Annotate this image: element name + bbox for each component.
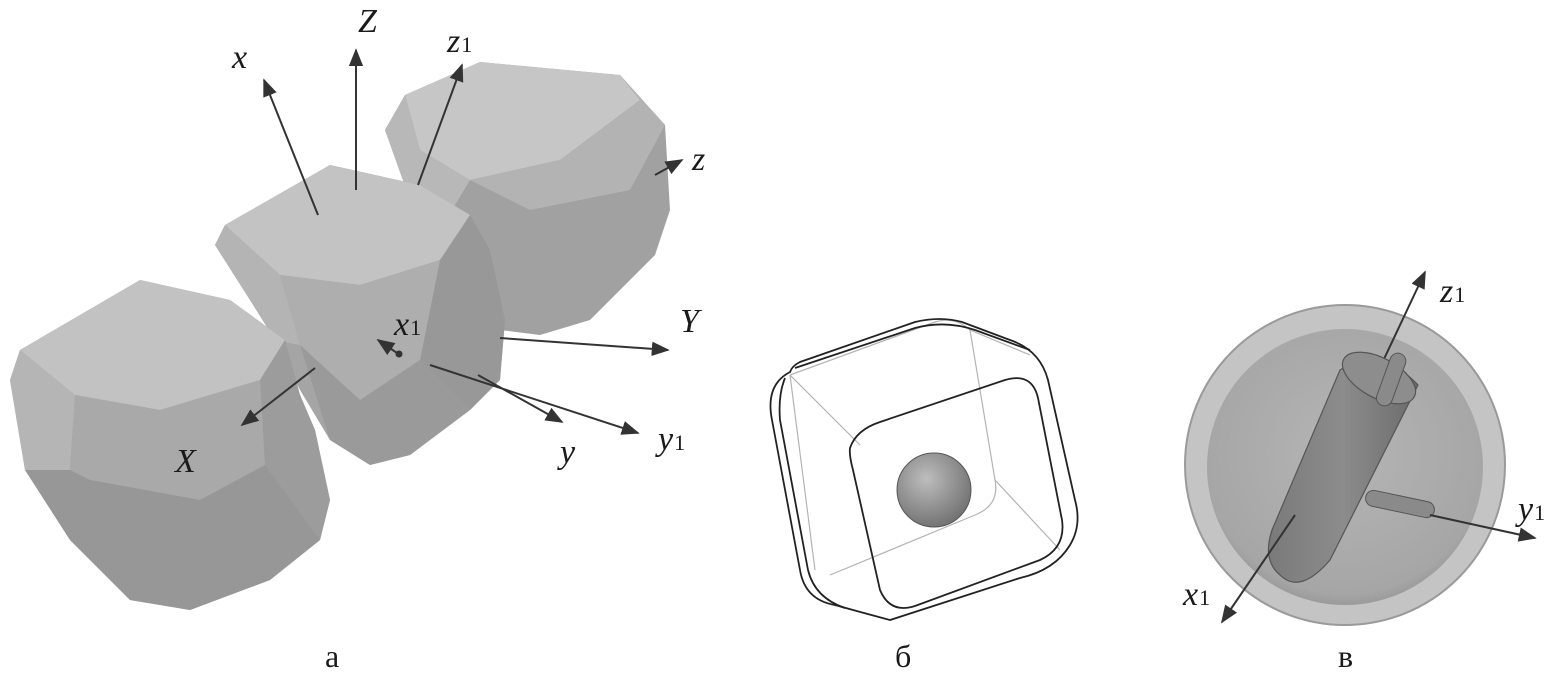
label-x1: x1 — [393, 306, 421, 343]
label-z1: z1 — [446, 23, 472, 60]
label-z1-c: z1 — [1439, 273, 1465, 310]
center-point — [395, 350, 403, 358]
crystal-left — [10, 280, 330, 610]
label-y1-c: y1 — [1515, 491, 1545, 528]
label-Y: Y — [680, 303, 702, 340]
axis-x-arrow — [263, 78, 319, 216]
stub-y1 — [1365, 489, 1435, 519]
label-X: X — [173, 443, 197, 480]
axis-z-arrow — [654, 159, 684, 176]
panel-a: x Z z1 z Y x1 X y y1 а — [10, 3, 705, 674]
label-Z: Z — [358, 3, 378, 40]
crystal-right — [385, 62, 670, 335]
caption-a: а — [325, 638, 339, 674]
label-y1: y1 — [655, 421, 685, 458]
label-y: y — [557, 434, 576, 471]
cube-outline — [769, 318, 1079, 621]
axis-X-arrow — [240, 367, 316, 427]
label-x: x — [231, 39, 247, 76]
panel-b: б — [769, 318, 1079, 674]
axis-y1-arrow — [429, 364, 640, 435]
axis-Y-arrow — [499, 337, 670, 357]
label-z: z — [691, 141, 705, 178]
axis-z1-arrow — [417, 63, 464, 186]
axis-y1-arrow-c — [1429, 514, 1537, 542]
hidden-edges — [789, 319, 1061, 576]
label-x1-c: x1 — [1182, 576, 1210, 613]
axis-y-arrow — [477, 374, 564, 423]
axis-x1-arrow-c — [1220, 514, 1296, 624]
ball — [896, 452, 972, 528]
crystal-middle — [215, 165, 505, 465]
cylinder — [1267, 351, 1419, 583]
panel-c: z1 y1 x1 в — [1182, 270, 1545, 674]
stub-z1 — [1376, 352, 1407, 407]
caption-b: б — [895, 638, 911, 674]
caption-c: в — [1338, 638, 1353, 674]
